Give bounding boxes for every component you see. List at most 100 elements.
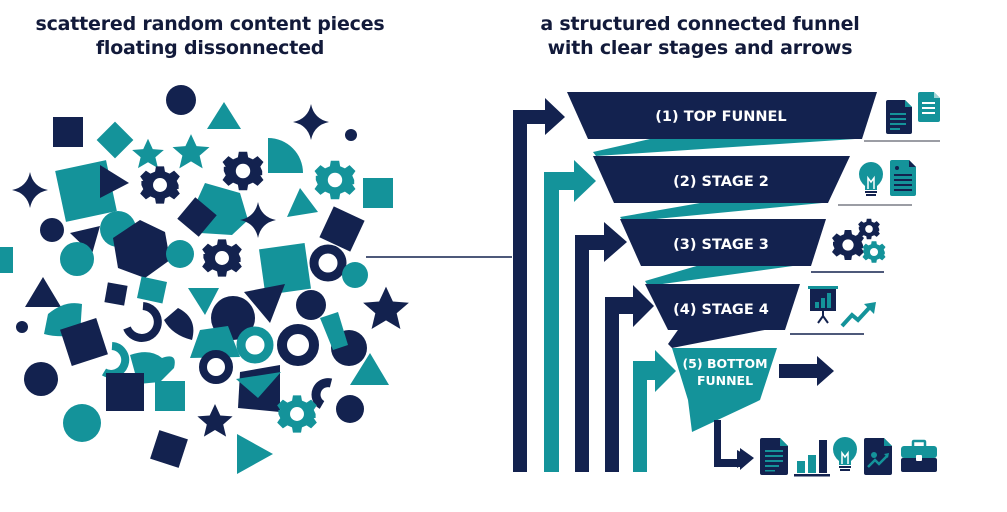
funnel-stage-3[interactable]: (3) STAGE 3 <box>620 219 826 266</box>
feed-arrow-1 <box>513 98 565 472</box>
stage-dividers <box>790 140 940 335</box>
triangle-shape <box>100 165 129 198</box>
gear-shape <box>140 166 180 204</box>
funnel-connector <box>645 265 800 286</box>
c-shape <box>123 302 162 342</box>
ring-shape <box>277 324 319 366</box>
ring-shape <box>236 326 274 364</box>
right-heading: a structured connected funnel with clear… <box>510 12 890 60</box>
feed-arrow-3 <box>575 222 627 472</box>
triangle-shape <box>237 434 273 474</box>
square-shape <box>60 318 108 366</box>
output-arrow-shaft <box>714 420 754 470</box>
hexagon-shape <box>113 220 170 278</box>
four-point-star-shape <box>12 172 48 208</box>
triangle-shape <box>207 102 241 129</box>
gears-icon <box>832 218 886 263</box>
triangle-shape <box>70 226 100 254</box>
circle-shape <box>63 404 101 442</box>
circle-shape <box>166 240 194 268</box>
presentation-chart-icon <box>808 286 838 324</box>
ring-shape <box>309 244 347 282</box>
triangle-shape <box>188 288 219 315</box>
feed-arrow-4 <box>605 285 654 472</box>
diamond-shape <box>96 121 134 159</box>
quarter-circle-shape <box>268 138 303 173</box>
trapezoid-shape <box>190 326 240 358</box>
diamond-shape <box>177 197 217 237</box>
square-shape <box>0 247 13 273</box>
triangle-shape <box>25 277 61 307</box>
star-shape <box>197 404 233 437</box>
square-shape <box>259 243 311 295</box>
document-icon <box>886 100 912 134</box>
stage-5-label-line1: (5) BOTTOM <box>682 356 767 371</box>
bar-chart-icon <box>794 440 830 477</box>
stage-4-label: (4) STAGE 4 <box>673 302 769 318</box>
square-shape <box>53 117 83 147</box>
circle-shape <box>16 321 28 333</box>
stage-5-label-line2: FUNNEL <box>697 373 753 388</box>
gear-shape <box>314 160 356 200</box>
triangle-shape <box>350 353 389 385</box>
briefcase-icon <box>901 439 937 472</box>
left-heading-line1: scattered random content pieces <box>35 13 385 35</box>
concave-star-shape <box>104 282 128 306</box>
gear-shape <box>202 239 242 277</box>
square-shape <box>363 178 393 208</box>
star-shape <box>363 286 409 329</box>
four-point-star-shape <box>240 202 276 238</box>
funnel-stage-2[interactable]: (2) STAGE 2 <box>593 156 850 203</box>
left-heading: scattered random content pieces floating… <box>10 12 410 60</box>
triangle-shape <box>287 188 318 217</box>
funnel-connector <box>668 327 780 348</box>
right-arrow-icon <box>779 356 834 386</box>
circle-shape <box>296 290 326 320</box>
trend-up-arrow-icon <box>840 302 876 328</box>
ring-shape <box>199 350 233 384</box>
gear-shape <box>222 151 264 191</box>
circle-shape <box>40 218 64 242</box>
document-icon <box>918 92 940 122</box>
stage-1-label: (1) TOP FUNNEL <box>655 109 786 125</box>
left-heading-line2: floating dissonnected <box>95 37 325 59</box>
circle-shape <box>336 395 364 423</box>
stage-2-label: (2) STAGE 2 <box>673 174 769 190</box>
right-heading-line1: a structured connected funnel <box>540 13 860 35</box>
output-icons <box>760 437 937 477</box>
circle-shape <box>24 362 58 396</box>
document-icon <box>760 438 788 475</box>
circle-shape <box>342 262 368 288</box>
square-shape <box>155 381 185 411</box>
funnel-connector <box>620 203 822 222</box>
c-shape <box>101 342 130 378</box>
funnel-stage-5[interactable]: (5) BOTTOM FUNNEL <box>672 348 777 432</box>
funnel-stage-4[interactable]: (4) STAGE 4 <box>645 284 800 330</box>
gear-shape <box>277 395 317 433</box>
circle-shape <box>166 85 196 115</box>
document-icon <box>890 160 916 196</box>
feed-arrows <box>513 98 676 472</box>
chart-document-icon <box>864 438 892 475</box>
star-shape <box>132 138 164 169</box>
square-shape <box>319 206 365 252</box>
four-point-star-shape <box>293 104 329 140</box>
lightbulb-icon <box>833 437 857 471</box>
lens-shape <box>164 308 194 340</box>
funnel-stage-1[interactable]: (1) TOP FUNNEL <box>567 92 877 139</box>
square-shape <box>136 276 168 304</box>
triangle-shape <box>244 284 285 323</box>
rounded-rect-shape <box>320 312 348 350</box>
circle-shape <box>345 129 357 141</box>
star-shape <box>172 134 210 169</box>
square-shape <box>106 373 144 411</box>
right-heading-line2: with clear stages and arrows <box>547 37 853 59</box>
feed-arrow-2 <box>544 160 596 472</box>
lightbulb-icon <box>859 162 883 196</box>
triangle-shape <box>236 372 281 398</box>
stage-3-label: (3) STAGE 3 <box>673 237 769 253</box>
c-shape <box>311 378 333 409</box>
funnel: (1) TOP FUNNEL (2) STAGE 2 (3) STAGE 3 (… <box>567 92 877 470</box>
scattered-shapes <box>0 85 409 474</box>
